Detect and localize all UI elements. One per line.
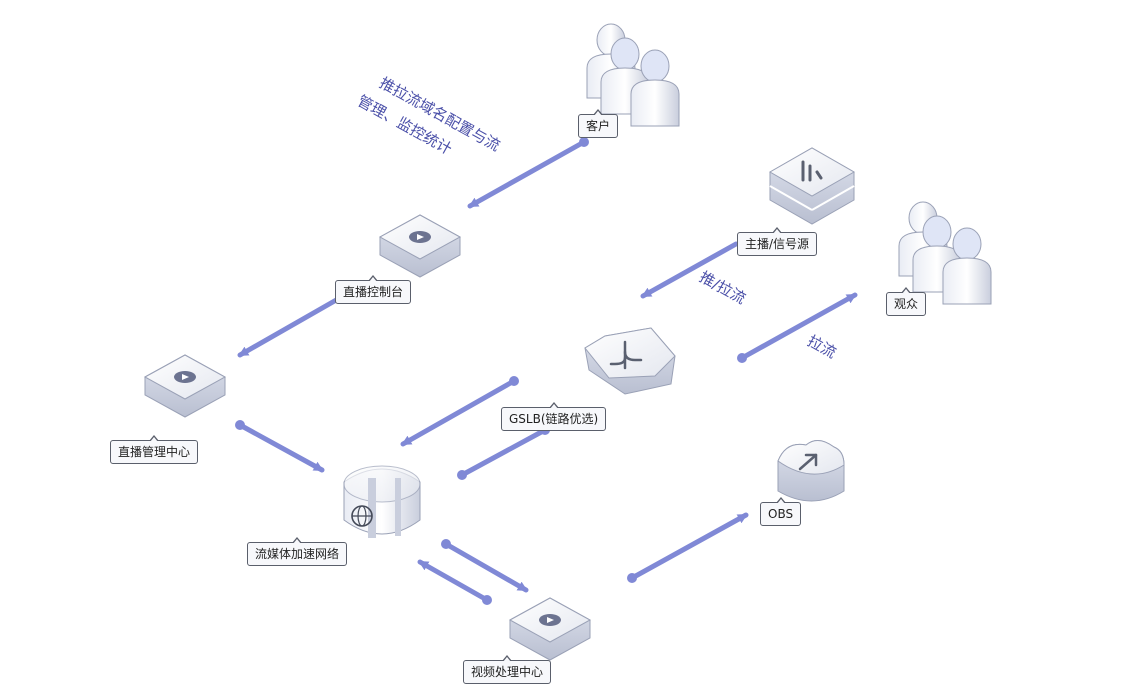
customer-people-icon bbox=[586, 23, 680, 127]
arrow-video-to-cdn bbox=[417, 559, 492, 605]
gslb-router-icon bbox=[584, 327, 676, 395]
arrow-video-to-obs bbox=[627, 512, 749, 583]
line-cdn-to-gslb bbox=[457, 425, 550, 480]
connectors bbox=[235, 137, 858, 605]
arrow-mgmt-to-cdn bbox=[235, 420, 325, 473]
mgmt-server-icon bbox=[143, 354, 227, 418]
arrow-console-to-mgmt bbox=[237, 296, 341, 358]
cdn-label: 流媒体加速网络 bbox=[247, 537, 348, 566]
anchor-label: 主播/信号源 bbox=[737, 227, 818, 256]
viewers-label: 观众 bbox=[886, 287, 927, 316]
viewers-people-icon bbox=[898, 201, 992, 305]
obs-cloud-storage-icon bbox=[777, 440, 845, 502]
customer-label: 客户 bbox=[578, 109, 619, 138]
video-label: 视频处理中心 bbox=[463, 655, 552, 684]
obs-label: OBS bbox=[760, 497, 802, 526]
arrow-gslb-to-cdn bbox=[400, 376, 519, 447]
arrow-cdn-to-viewers bbox=[737, 292, 858, 363]
console-label: 直播控制台 bbox=[335, 275, 412, 304]
video-server-icon bbox=[508, 597, 592, 661]
gslb-label: GSLB(链路优选) bbox=[501, 402, 607, 431]
anchor-source-icon bbox=[768, 147, 856, 225]
arrow-anchor-to-gslb bbox=[640, 241, 739, 299]
arrow-customer-to-console bbox=[467, 137, 589, 209]
arrow-cdn-to-video bbox=[441, 539, 529, 593]
mgmt-label: 直播管理中心 bbox=[110, 435, 199, 464]
console-server-icon bbox=[378, 214, 462, 278]
cdn-network-icon bbox=[343, 465, 421, 538]
